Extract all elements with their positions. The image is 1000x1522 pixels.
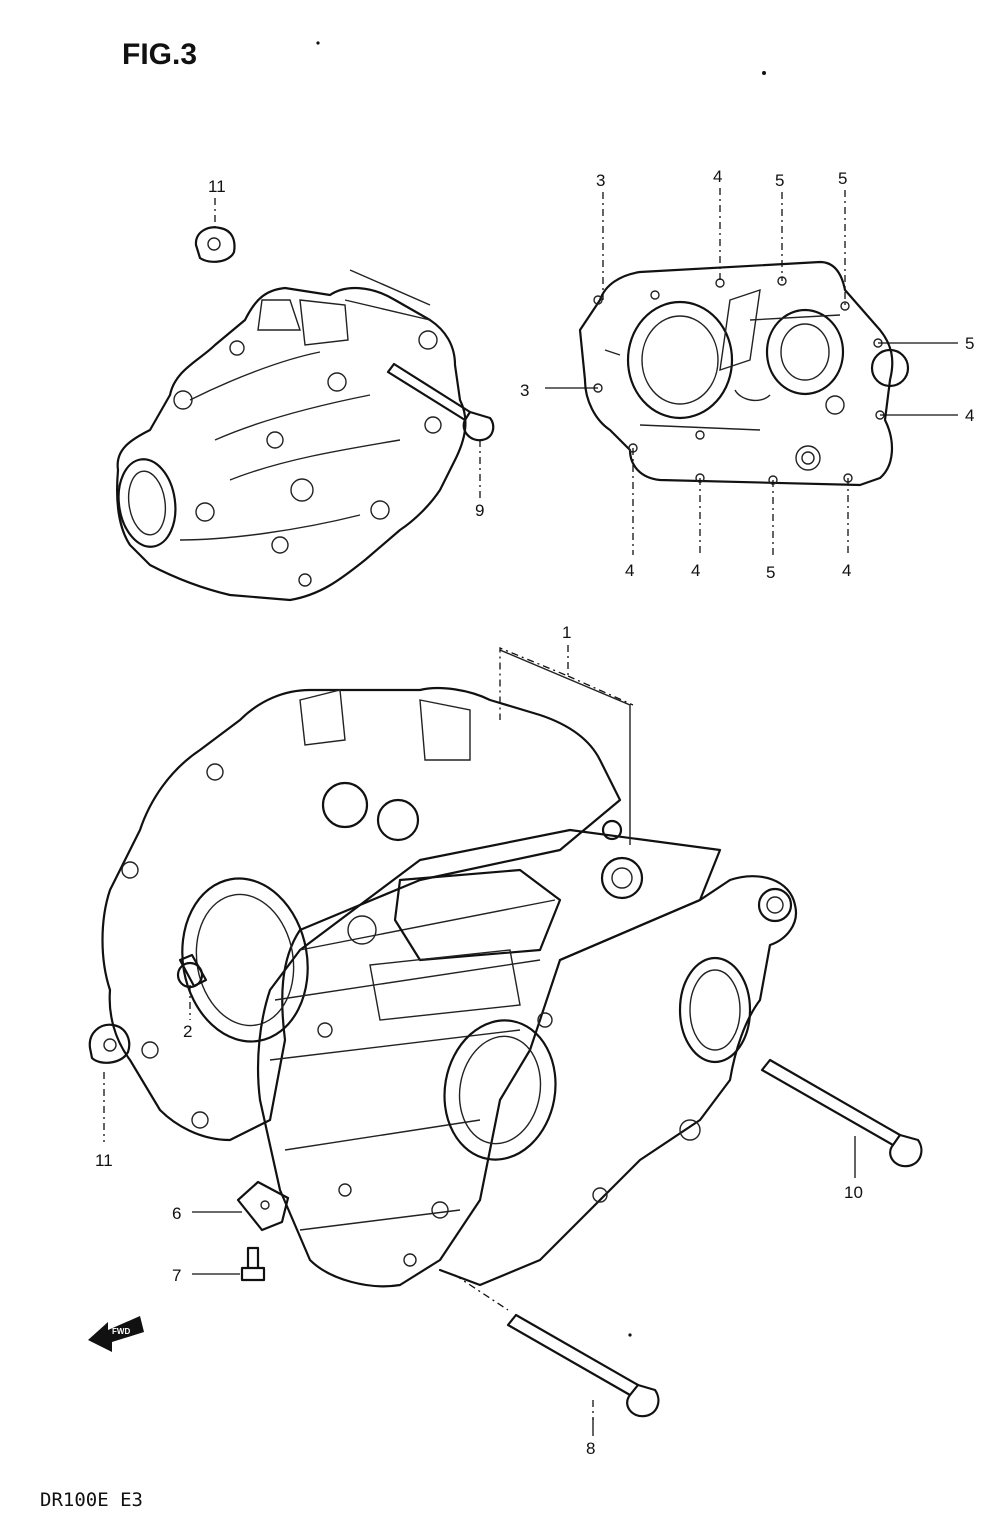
callout-2-dowel: 2 xyxy=(183,1022,192,1041)
callout-10-bolt: 10 xyxy=(844,1183,863,1202)
leader-lines xyxy=(103,188,958,1436)
model-code: DR100E E3 xyxy=(40,1489,143,1511)
crankcase-assembly-drawing xyxy=(88,649,923,1418)
callout-5-bottom: 5 xyxy=(766,563,775,582)
callout-1-crankcase: 1 xyxy=(562,623,571,642)
callout-4-right: 4 xyxy=(965,406,974,425)
callout-9-bolt: 9 xyxy=(475,501,484,520)
callout-11-cap-top: 11 xyxy=(208,177,226,196)
callout-5-right: 5 xyxy=(965,334,974,353)
crankcase-gasket-drawing xyxy=(578,260,910,487)
callout-7-screw: 7 xyxy=(172,1266,181,1285)
figure-title: FIG.3 xyxy=(122,38,197,71)
callout-11-cap-bottom: 11 xyxy=(95,1151,113,1170)
print-speck xyxy=(628,1333,632,1337)
print-speck xyxy=(316,41,320,45)
callout-4-bottom-1: 4 xyxy=(625,561,634,580)
callout-4-top: 4 xyxy=(713,167,722,186)
callout-3-top: 3 xyxy=(596,171,605,190)
fwd-arrow-icon xyxy=(88,1316,144,1352)
callout-5-top-left: 5 xyxy=(775,171,784,190)
print-speck xyxy=(762,71,766,75)
callout-3-left: 3 xyxy=(520,381,529,400)
callout-4-bottom-2: 4 xyxy=(691,561,700,580)
callout-5-top-right: 5 xyxy=(838,169,847,188)
callout-4-bottom-3: 4 xyxy=(842,561,851,580)
callout-8-bolt: 8 xyxy=(586,1439,595,1458)
callout-6-plate: 6 xyxy=(172,1204,181,1223)
crankcase-right-half-drawing xyxy=(116,226,495,602)
callout-labels: 11 9 3 3 4 5 5 5 4 4 4 5 4 1 2 11 6 7 8 … xyxy=(95,167,974,1458)
fwd-label: FWD xyxy=(112,1327,130,1336)
